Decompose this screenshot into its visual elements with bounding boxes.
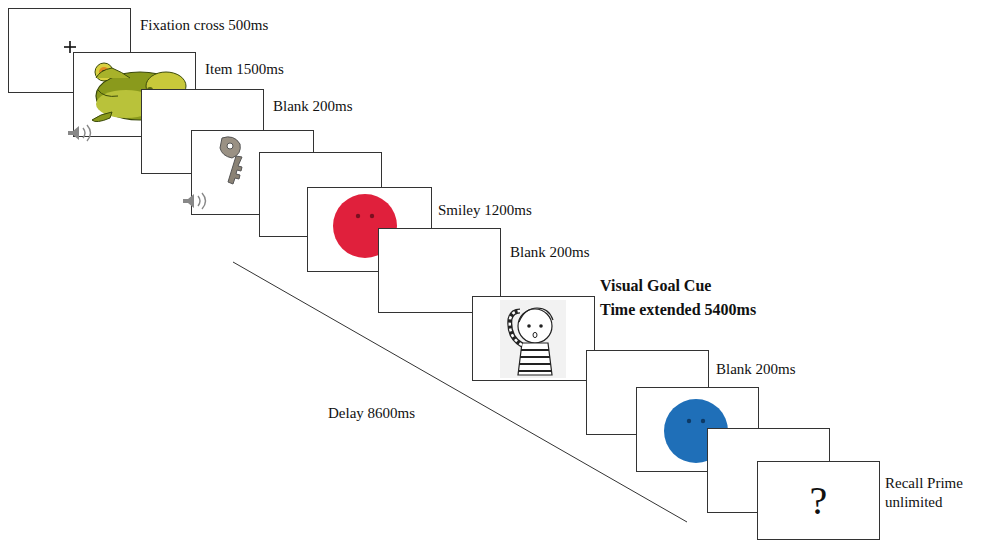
timing-label: Smiley 1200ms — [438, 201, 532, 220]
timing-label: Blank 200ms — [273, 97, 353, 116]
timing-label: Fixation cross 500ms — [140, 16, 268, 35]
recall-screen: ? — [757, 461, 880, 540]
timing-label: Blank 200ms — [510, 243, 590, 262]
question-mark: ? — [810, 481, 828, 521]
speaker-icon — [183, 193, 206, 209]
screen-frame — [473, 297, 595, 381]
timing-label: Visual Goal Cue — [600, 276, 711, 296]
speaker-icon — [68, 125, 91, 141]
timing-label: Blank 200ms — [716, 360, 796, 379]
timing-label: Time extended 5400ms — [600, 300, 756, 320]
timing-label: Item 1500ms — [205, 60, 284, 79]
timing-label: Recall Prime unlimited — [885, 474, 977, 512]
child-goal-cue-picture — [500, 300, 566, 378]
timing-label: Delay 8600ms — [328, 404, 415, 423]
key-picture — [220, 137, 242, 184]
fixation-cross — [64, 41, 76, 53]
